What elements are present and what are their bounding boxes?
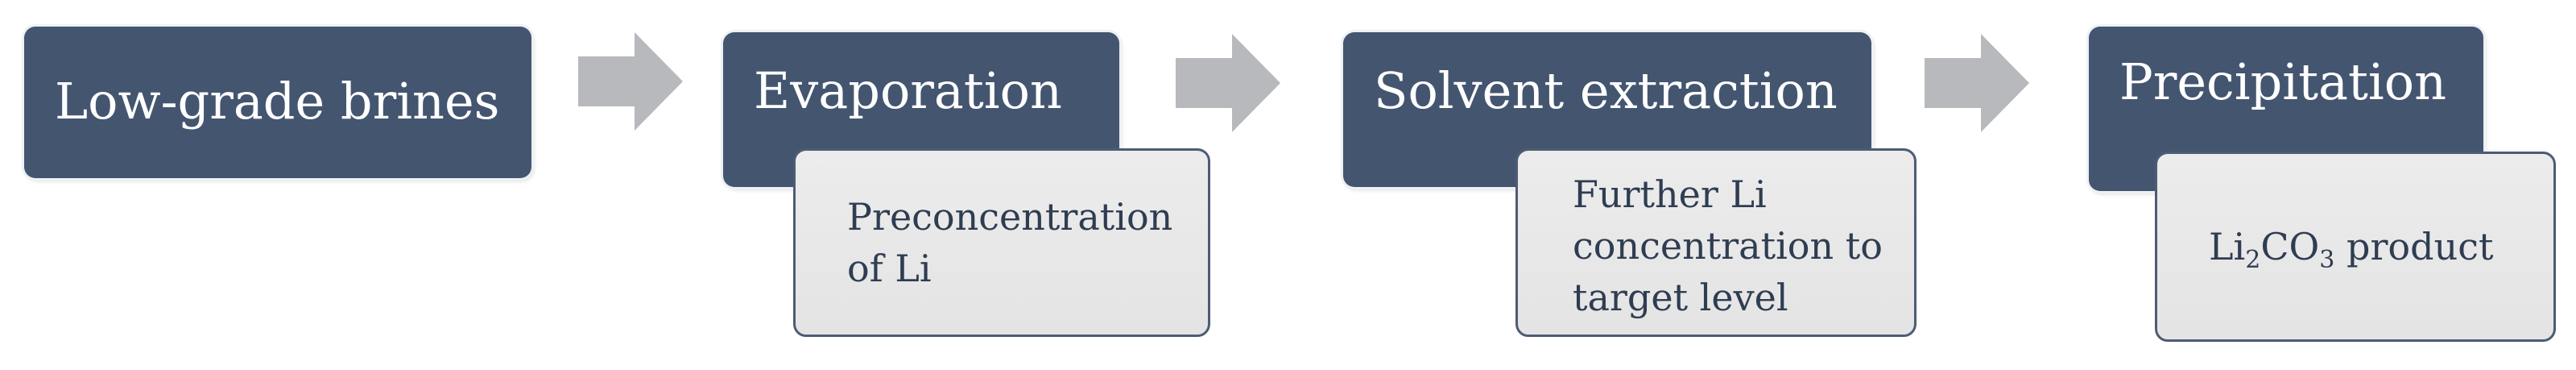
arrow-right-icon [578, 32, 683, 131]
arrow-right-icon [1925, 34, 2029, 132]
stage-low-grade-brines: Low-grade brines [24, 27, 531, 178]
note-line: of Li [847, 247, 932, 290]
note-precipitation: Li2CO3 product [2155, 152, 2556, 342]
formula-subscript: 3 [2319, 246, 2335, 274]
note-suffix: product [2334, 225, 2494, 268]
stage-label: Evaporation [754, 61, 1062, 120]
note-evaporation: Preconcentration of Li [793, 148, 1210, 337]
stage-evaporation: Evaporation [723, 32, 1119, 187]
note-text: Preconcentration of Li [847, 191, 1172, 294]
note-text: Li2CO3 product [2209, 221, 2493, 272]
stage-label: Precipitation [2119, 52, 2446, 111]
arrow-right-icon [1176, 34, 1280, 132]
stage-label: Low-grade brines [55, 71, 500, 131]
note-line: concentration to [1573, 224, 1883, 268]
note-line: target level [1573, 276, 1788, 319]
formula-prefix: Li [2209, 225, 2246, 268]
note-line: Preconcentration [847, 195, 1173, 239]
formula-subscript: 2 [2245, 246, 2261, 274]
note-line: Further Li [1573, 173, 1767, 216]
note-text: Further Li concentration to target level [1573, 168, 1883, 323]
formula-mid: CO [2260, 225, 2320, 268]
note-solvent-extraction: Further Li concentration to target level [1515, 148, 1916, 337]
stage-label: Solvent extraction [1374, 61, 1838, 120]
